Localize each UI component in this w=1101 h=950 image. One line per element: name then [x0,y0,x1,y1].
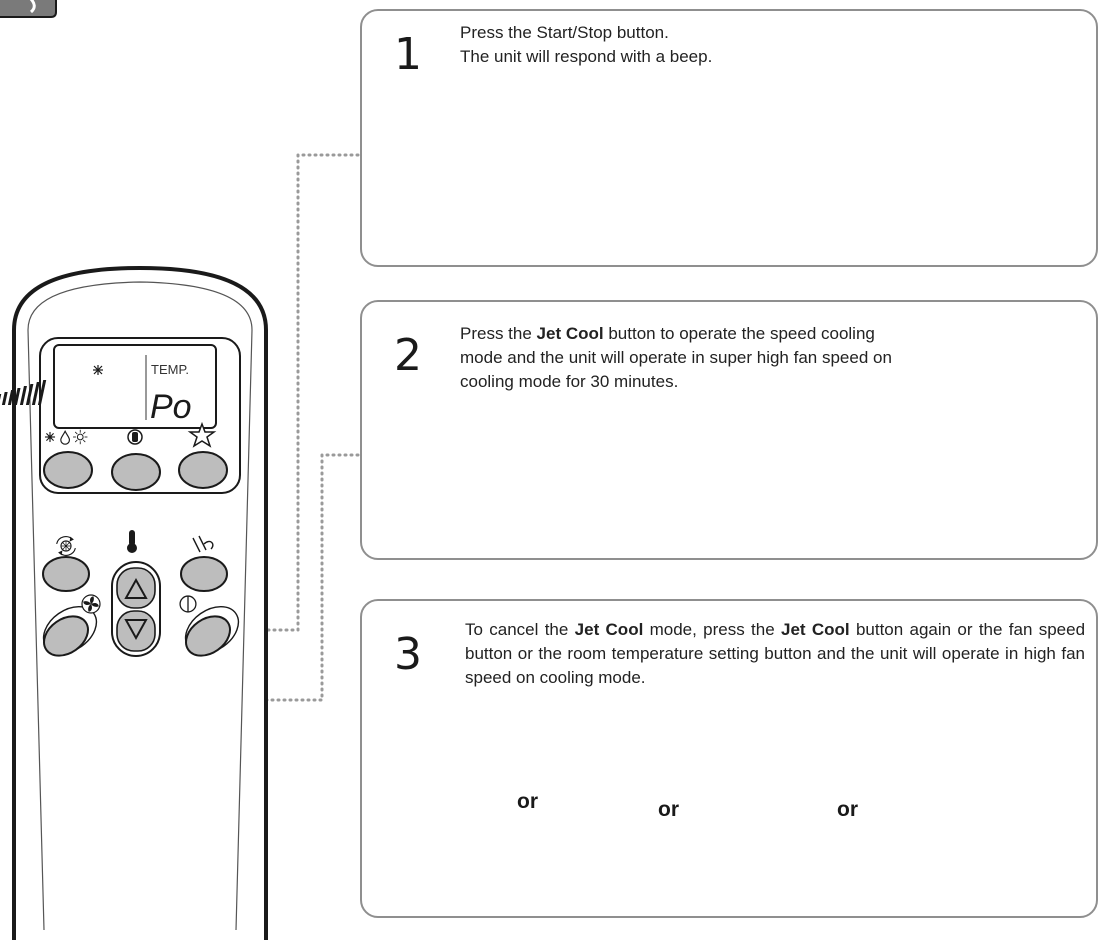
step1-panel: 1 Press the Start/Stop button. The unit … [360,9,1098,267]
step2-number: 2 [394,330,422,381]
or-label-3: or [837,798,858,821]
corner-tab-icon [0,0,57,18]
lcd-screen [53,344,217,429]
lcd-reading: Po [150,388,192,426]
remote-start-stop-button [184,605,240,657]
remote-swing-icon [192,535,214,553]
remote-fan-icon [81,594,101,614]
step3-text: To cancel the Jet Cool mode, press the J… [465,618,1085,690]
remote-fan-speed-button [42,605,98,657]
step1-text: Press the Start/Stop button. The unit wi… [460,21,880,69]
remote-swing-button [180,556,228,592]
step2-text-pre: Press the [460,324,537,343]
step2-text: Press the Jet Cool button to operate the… [460,322,910,394]
step3-text-mid: mode, press the [643,620,781,639]
step1-line2: The unit will respond with a beep. [460,47,713,66]
lcd-snow-icon [93,365,103,375]
leader-line-start-stop [230,153,360,632]
remote-power-icon [179,595,197,613]
remote-indicator-icon [127,429,143,445]
remote-thermometer-icon [127,530,137,553]
remote-mode-button [43,451,93,489]
step3-text-bold2: Jet Cool [780,620,850,639]
step2-panel: 2 Press the Jet Cool button to operate t… [360,300,1098,560]
remote-control: TEMP. Po [0,265,268,940]
step1-number: 1 [394,29,422,80]
or-label-2: or [658,798,679,821]
lcd-label: TEMP. [151,362,189,377]
or-label-1: or [517,790,538,813]
step3-text-bold1: Jet Cool [574,620,644,639]
step2-text-bold: Jet Cool [536,324,604,343]
step2-text-post: button to operate the speed cooling mode… [460,324,892,391]
lcd-fan-bars [0,380,47,405]
step3-panel: 3 To cancel the Jet Cool mode, press the… [360,599,1098,918]
step3-text-pre: To cancel the [465,620,575,639]
remote-temperature-rocker [111,561,161,657]
remote-center-button [111,453,161,491]
remote-star-icon [187,421,217,448]
remote-star-button [178,451,228,489]
step3-text-post: button again or the fan speed button or … [465,620,1086,687]
remote-jet-cool-button [42,556,90,592]
step1-line1: Press the Start/Stop button. [460,23,669,42]
step3-number: 3 [394,629,422,680]
